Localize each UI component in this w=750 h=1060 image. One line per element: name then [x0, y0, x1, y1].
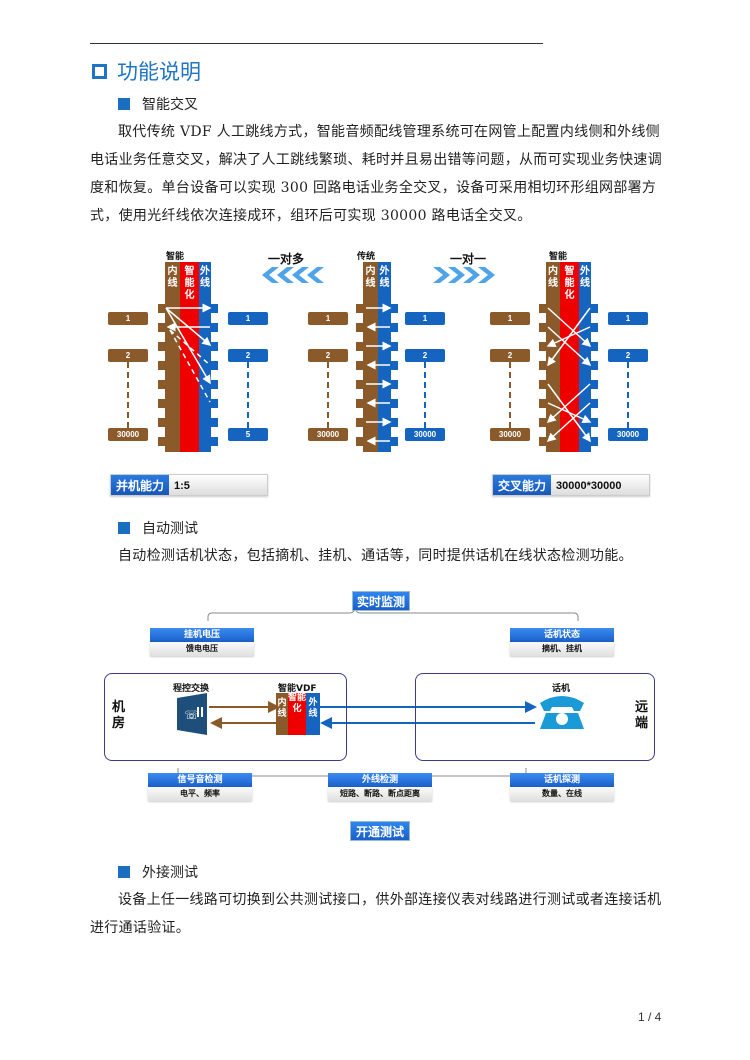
port-tag: 1: [308, 312, 348, 325]
port-tag: 30000: [108, 428, 148, 441]
room-remote: [415, 673, 655, 761]
card-signal-tone: 信号音检测 电平、频率: [148, 773, 252, 801]
inner-line-label: 内线: [167, 266, 178, 289]
header-rule: [90, 43, 543, 44]
monitoring-graphics: ☏: [177, 607, 584, 782]
page-number: 1 / 4: [638, 1010, 662, 1024]
inner-line-label: 内线: [365, 266, 376, 289]
paragraph-external-test: 设备上任一线路可切换到公共测试接口，供外部连接仪表对线路进行测试或者连接话机进行…: [90, 892, 662, 936]
port-tag: 1: [228, 312, 268, 325]
cross-connect-diagram: 智能 内线 智能化 外线 1 2 30000 1 2 5 一对多 传统 内线 外…: [100, 245, 680, 505]
vdf-label: 智能VDF: [278, 684, 317, 694]
paragraph-auto-test: 自动检测话机状态，包括摘机、挂机、通话等，同时提供话机在线状态检测功能。: [118, 548, 633, 564]
chevron-right-arrows: [433, 267, 495, 283]
smart-label: 智能化: [184, 266, 195, 301]
room-local: [104, 673, 347, 761]
telephone-icon: [540, 696, 584, 729]
subheading-auto-test: 自动测试: [118, 518, 198, 538]
port-tag: 5: [228, 428, 268, 441]
square-bullet-icon: [118, 866, 130, 878]
port-tag: 2: [228, 349, 268, 362]
smart-label: 智能化: [564, 266, 575, 301]
port-tag: 2: [405, 349, 445, 362]
vdf-inner-label: 内线: [277, 698, 287, 719]
cross-connect-graphics: [158, 262, 598, 452]
port-tag: 30000: [405, 428, 445, 441]
switch-icon: ☏: [177, 693, 207, 735]
one-to-one-label: 一对一: [450, 252, 487, 266]
activation-test-button[interactable]: 开通测试: [350, 821, 410, 841]
card-phone-probe: 话机探测 数量、在线: [510, 773, 614, 801]
panel-caption: 智能: [549, 252, 568, 262]
panel-traditional: [356, 262, 398, 452]
panel-smart-cross: [539, 262, 598, 452]
capacity-parallel: 并机能力 1:5: [110, 474, 268, 496]
capacity-cross: 交叉能力 30000*30000: [492, 474, 650, 496]
port-tag: 2: [490, 349, 530, 362]
svg-text:☏: ☏: [184, 708, 199, 722]
subheading-smart-cross: 智能交叉: [118, 94, 198, 114]
subheading-external-test: 外接测试: [118, 862, 198, 882]
one-to-many-label: 一对多: [268, 252, 305, 266]
port-tag: 1: [405, 312, 445, 325]
square-bullet-icon: [118, 522, 130, 534]
port-tag: 1: [490, 312, 530, 325]
switch-label: 程控交换: [173, 684, 210, 694]
port-tag: 2: [608, 349, 648, 362]
panel-caption: 传统: [357, 252, 376, 262]
room-remote-label: 远端: [635, 700, 649, 731]
room-local-label: 机房: [112, 700, 126, 731]
port-tag: 1: [608, 312, 648, 325]
port-tag: 1: [108, 312, 148, 325]
card-hook-voltage: 挂机电压 馈电电压: [150, 628, 254, 656]
port-tag: 2: [108, 349, 148, 362]
outer-line-label: 外线: [200, 266, 210, 289]
paragraph-smart-cross: 取代传统 VDF 人工跳线方式，智能音频配线管理系统可在网管上配置内线侧和外线侧…: [90, 124, 662, 224]
panel-caption: 智能: [166, 252, 185, 262]
outer-line-label: 外线: [379, 266, 390, 289]
section-heading: 功能说明: [92, 56, 201, 86]
port-tag: 30000: [490, 428, 530, 441]
vdf-smart-label: 智能化: [288, 693, 307, 714]
card-line-detect: 外线检测 短路、断路、断点距离: [328, 773, 432, 801]
port-tag: 30000: [608, 428, 648, 441]
phone-label: 话机: [552, 684, 571, 694]
panel-smart-one-to-many: [158, 262, 218, 452]
monitoring-diagram: ☏ 实时监测 挂机电压 馈电电压 话机状态 摘机、挂机 机房 远端 程控交换 智…: [100, 585, 680, 845]
vdf-outer-label: 外线: [308, 698, 318, 719]
chevron-left-arrows: [262, 267, 324, 283]
port-tag: 2: [308, 349, 348, 362]
card-phone-status: 话机状态 摘机、挂机: [510, 628, 614, 656]
inner-line-label: 内线: [548, 266, 558, 289]
hollow-square-icon: [92, 63, 107, 79]
port-tag: 30000: [308, 428, 348, 441]
square-bullet-icon: [118, 98, 130, 110]
section-heading-text: 功能说明: [117, 60, 201, 84]
outer-line-label: 外线: [580, 266, 590, 289]
realtime-monitor-button[interactable]: 实时监测: [352, 591, 410, 611]
